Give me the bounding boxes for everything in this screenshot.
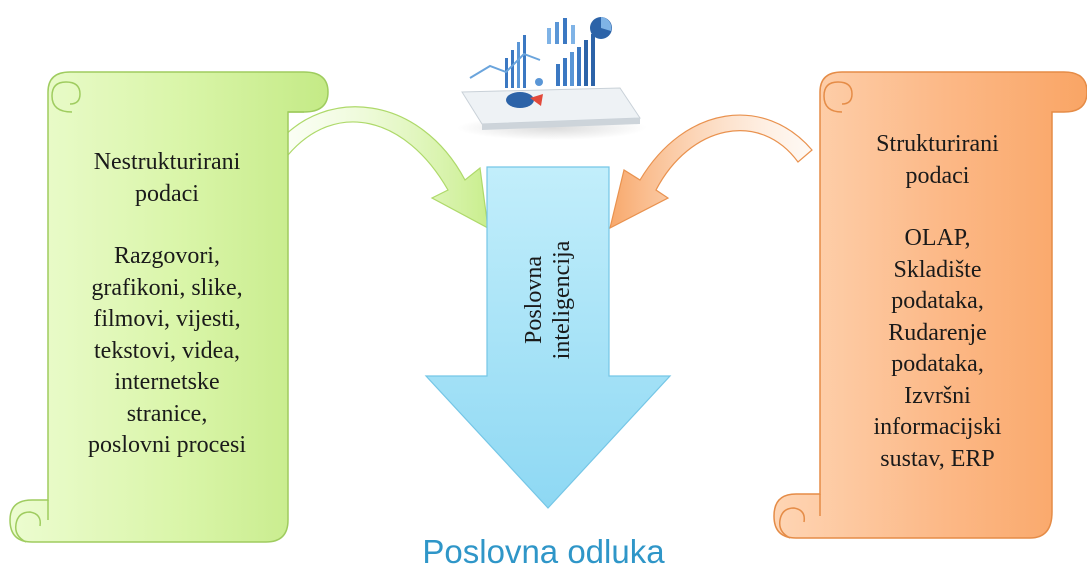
- left-scroll-text: Nestrukturirani podaci Razgovori, grafik…: [56, 147, 278, 462]
- left-title-line: Nestrukturirani: [93, 149, 241, 175]
- right-scroll-items: OLAP, Skladište podataka, Rudarenje poda…: [830, 223, 1045, 475]
- right-item-line: podataka,: [891, 288, 984, 314]
- right-item-line: sustav, ERP: [880, 445, 995, 472]
- left-item-line: Razgovori,: [114, 243, 220, 269]
- left-item-line: stranice,: [126, 400, 208, 427]
- arrow-label-line: Poslovna: [521, 256, 547, 345]
- left-scroll-title: Nestrukturirani podaci: [56, 147, 278, 210]
- right-item-line: informacijski: [873, 414, 1002, 440]
- left-title-line: podaci: [135, 180, 199, 207]
- right-title-line: Strukturirani: [876, 131, 999, 157]
- left-item-line: internetske: [114, 369, 220, 395]
- left-scroll-items: Razgovori, grafikoni, slike, filmovi, vi…: [56, 241, 278, 462]
- right-title-line: podaci: [905, 162, 970, 189]
- center-down-arrow: [424, 166, 672, 509]
- left-item-line: filmovi, vijesti,: [93, 306, 241, 332]
- left-scroll: [9, 71, 329, 543]
- analytics-tablet-icon: [457, 17, 647, 140]
- right-item-line: Rudarenje: [888, 319, 987, 346]
- left-item-line: tekstovi, videa,: [94, 337, 240, 364]
- right-item-line: podataka,: [891, 351, 984, 377]
- right-scroll-text: Strukturirani podaci OLAP, Skladište pod…: [830, 129, 1045, 475]
- left-item-line: poslovni procesi: [88, 432, 246, 458]
- right-item-line: Izvršni: [904, 382, 971, 409]
- right-scroll: [773, 71, 1087, 539]
- decision-caption: Poslovna odluka: [422, 533, 665, 570]
- center-arrow-label-text: Poslovna inteligencija: [520, 241, 576, 360]
- arrow-label-line: inteligencija: [549, 240, 575, 360]
- curved-arrow-left: [275, 106, 489, 230]
- right-item-line: Skladište: [893, 256, 982, 283]
- right-scroll-title: Strukturirani podaci: [830, 129, 1045, 192]
- left-item-line: grafikoni, slike,: [91, 274, 243, 301]
- right-item-line: OLAP,: [904, 225, 971, 251]
- curved-arrow-right: [609, 114, 813, 230]
